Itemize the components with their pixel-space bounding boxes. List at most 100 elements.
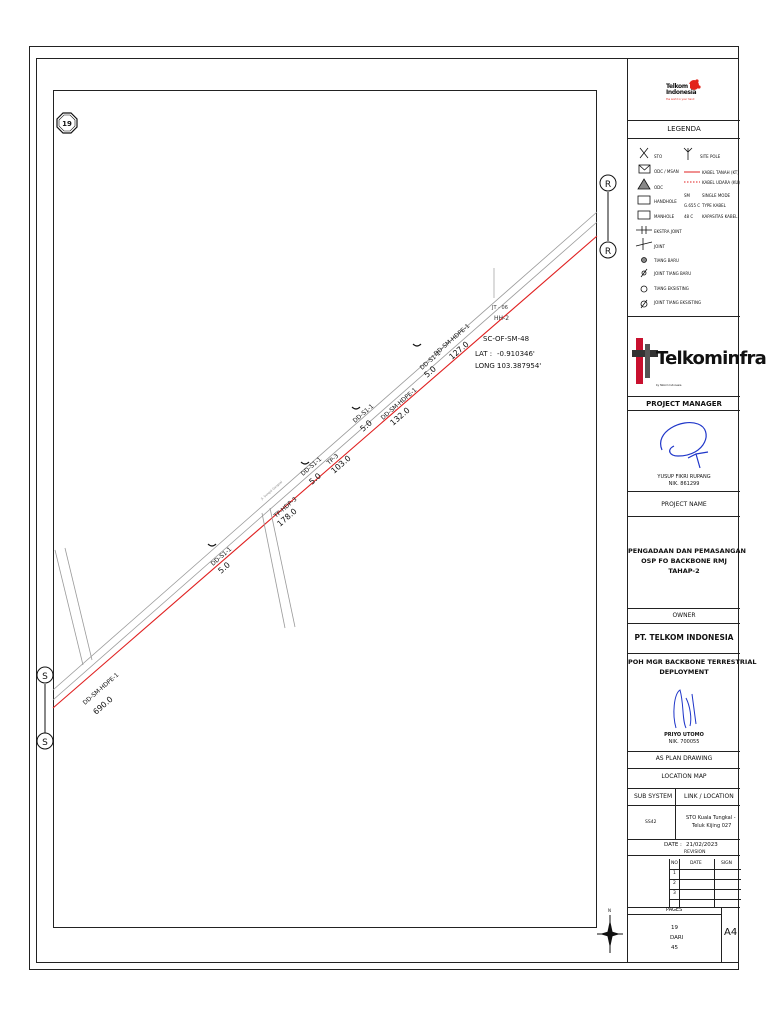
triangle-icon [637, 178, 651, 190]
joint-icon [636, 226, 652, 234]
telkom-logo-tagline: the world in your hand [666, 98, 695, 101]
pm-title: PROJECT MANAGER [646, 400, 722, 408]
legend-label: SITE POLE [700, 154, 721, 159]
road-edge-south [52, 221, 598, 701]
legend-symbols [635, 147, 700, 309]
telkom-indonesia-logo: Telkom Indonesia the world in your hand [666, 78, 702, 108]
legend-code: 48 C [684, 214, 694, 219]
owner-dept-line2: DEPLOYMENT [659, 668, 709, 676]
slash-circle-stroke [640, 299, 648, 309]
rev-row-number: 2 [673, 881, 676, 886]
project-name-line2: OSP FO BACKBONE RMJ [641, 557, 727, 565]
cross-icon [635, 238, 653, 250]
as-plan-label: AS PLAN DRAWING [655, 755, 713, 762]
pm-signature [660, 422, 709, 469]
r-marker-icon [599, 241, 617, 259]
rev-col-header: SIGN [721, 861, 733, 866]
paper-size-divider [721, 907, 722, 963]
owner-name: PT. TELKOM INDONESIA [634, 633, 734, 642]
legend-code: SM [684, 193, 690, 198]
sheet-inner-border [36, 58, 739, 963]
long-label: LONG : [475, 362, 499, 370]
owner-signature [673, 689, 697, 729]
site-code: SC-OF-SM-48 [483, 335, 529, 343]
page-badge-number: 19 [62, 120, 72, 128]
jt-label: JT - 06 [491, 305, 508, 311]
project-name-line1: PENGADAAN DAN PEMASANGAN [628, 547, 746, 555]
of-label: DARI [670, 935, 684, 941]
map-frame [53, 90, 597, 928]
legend-label: TIANG BARU [654, 258, 679, 263]
lat-label: LAT : [475, 350, 492, 358]
lat-value: -0.910346' [497, 350, 535, 358]
legend-label: ODC [654, 185, 664, 190]
pm-nik: NIK. 861299 [668, 481, 700, 487]
brand-name: Telkominfra [656, 348, 767, 369]
x-symbol-icon [639, 147, 649, 159]
sub-system-value: SS42 [645, 820, 657, 825]
s-marker-icon [36, 666, 54, 684]
north-arrow-icon: N [597, 908, 623, 953]
link-label: LINK / LOCATION [684, 793, 734, 800]
s-marker-icon [36, 732, 54, 750]
sub-system-label: SUB SYSTEM [634, 793, 673, 800]
legend-label: JOINT TIANG EKSISTING [654, 300, 702, 305]
total-pages: 45 [671, 945, 678, 951]
telkom-logo-icon [666, 79, 701, 90]
handhole-icon [351, 406, 361, 410]
box-icon [637, 195, 651, 205]
legend-label: JOINT TIANG BARU [654, 271, 692, 276]
legend-label: MANHOLE [654, 214, 675, 219]
telkominfra-logo: Telkominfra by Telkom Indonesia [630, 336, 767, 394]
legend-label: HANDHOLE [654, 199, 677, 204]
owner-title: OWNER [672, 612, 696, 619]
telkominfra-mark-icon [632, 338, 658, 384]
long-value: 103.387954' [497, 362, 541, 370]
pages-title: PAGES [666, 907, 683, 913]
owner-sign-name: PRIYO UTOMO [664, 732, 704, 738]
legend-label: JOINT [654, 244, 665, 249]
slash-circle-icon [640, 300, 648, 308]
project-name-line3: TAHAP-2 [668, 567, 700, 575]
legend-code: G.655 C [684, 203, 701, 208]
revision-title: REVISION [684, 850, 706, 855]
rev-row-number: 3 [673, 891, 676, 896]
rev-col-header: DATE [690, 861, 702, 866]
owner-sign-nik: NIK. 700055 [668, 739, 700, 745]
rev-col-header: NO [671, 861, 678, 866]
envelope-icon [638, 164, 651, 174]
side-road-2b [269, 507, 296, 628]
date-label: DATE : [664, 842, 682, 848]
title-block: Telkom Indonesia the world in your hand … [627, 58, 767, 963]
paper-size: A4 [724, 927, 738, 938]
legend-label: SINGLE MODE [702, 193, 731, 198]
page-badge-inner [58, 114, 76, 132]
handhole-icon [412, 343, 422, 347]
legend-label: STO [654, 154, 663, 159]
s-marker-label: S [42, 738, 48, 748]
page-badge-icon [56, 112, 78, 134]
r-marker-label: R [605, 180, 611, 190]
page-number: 19 [671, 925, 678, 931]
handhole-icon [207, 543, 217, 547]
circle-icon [640, 285, 648, 293]
s-marker-label: S [42, 672, 48, 682]
box-icon [637, 210, 651, 220]
r-marker-icon [599, 174, 617, 192]
pm-name: YUSUP FIKRI RUPANG [657, 474, 711, 480]
project-name-title: PROJECT NAME [661, 501, 707, 508]
dot-icon [641, 257, 647, 263]
legend-label: KABEL UDARA (KU) [702, 180, 740, 185]
cable-route-line [52, 235, 598, 709]
north-label: N [608, 908, 611, 913]
side-road-2a [261, 512, 286, 629]
sub-system-divider [675, 788, 676, 839]
segment-labels: DD-SM-HDPE-1 690.0 DD-S1-1 5.0 TP-HDP-3 … [82, 323, 472, 717]
revision-table: NO DATE SIGN 1 2 3 [669, 859, 741, 907]
date-value: 21/02/2023 [686, 842, 718, 848]
link-value-line1: STO Kuala Tungkal - [686, 815, 736, 821]
legend-label: KABEL TANAH (KT) [702, 170, 739, 175]
legend-label: TYPE KABEL [702, 203, 726, 208]
legend-label: EKSTRA JOINT [654, 229, 682, 234]
